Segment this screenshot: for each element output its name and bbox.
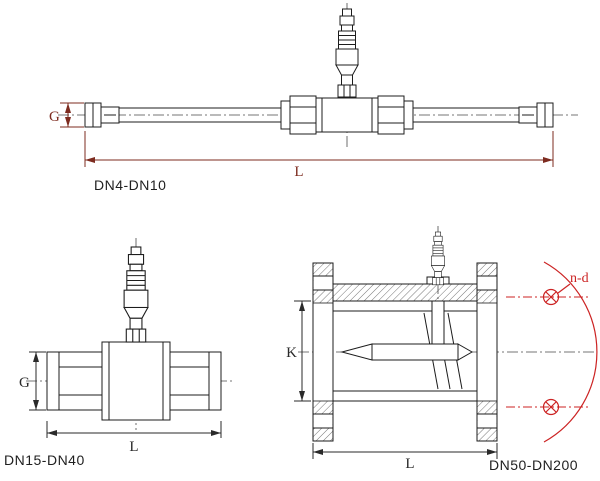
dim-label-l-small: L <box>294 164 303 180</box>
bolt-circle-annotation: n-d <box>542 261 598 443</box>
bolt-hole-centerlines <box>506 296 590 408</box>
meter-body-small <box>280 95 414 135</box>
pipe-left <box>119 107 281 123</box>
sensor-head-medium <box>123 246 149 343</box>
dimension-g-medium: G <box>19 351 46 411</box>
dimension-l-medium: L <box>46 421 222 455</box>
hex-fitting-left <box>46 351 103 411</box>
flange-left <box>312 262 334 442</box>
rotor-hub <box>371 343 459 361</box>
pipe-right <box>413 107 519 123</box>
dimension-l-small: L <box>84 131 554 180</box>
meter-body-medium <box>101 341 171 421</box>
bolt-hole-bottom <box>542 398 560 416</box>
sensor-well <box>431 300 445 345</box>
dim-label-g-medium: G <box>19 375 30 391</box>
hex-fitting-right <box>169 351 222 411</box>
end-fitting-left <box>84 102 120 128</box>
caption-dn50-dn200: DN50-DN200 <box>489 457 578 473</box>
flange-right <box>476 262 498 442</box>
bolt-circle-arc <box>543 261 598 443</box>
outlet-cone <box>457 343 474 361</box>
dimension-k-large: K <box>286 300 311 402</box>
dim-label-g-small: G <box>49 109 60 125</box>
bolt-hole-top <box>542 288 560 306</box>
caption-dn15-dn40: DN15-DN40 <box>4 452 85 468</box>
meter-body-large <box>332 276 478 402</box>
view-dn15-dn40: G L DN15-DN40 <box>4 238 232 468</box>
view-dn50-dn200: K L n-d DN50-DN200 <box>286 226 598 473</box>
sensor-head-small <box>335 8 359 98</box>
caption-dn4-dn10: DN4-DN10 <box>94 177 166 193</box>
view-dn4-dn10: G L DN4-DN10 <box>49 3 578 193</box>
dim-label-l-large: L <box>405 456 414 472</box>
end-fitting-right <box>518 102 554 128</box>
dimension-g-small: G <box>49 102 84 128</box>
dim-label-l-medium: L <box>129 439 138 455</box>
bolt-label-leader <box>557 283 571 294</box>
dim-label-n-d: n-d <box>570 271 589 286</box>
dim-label-k-large: K <box>286 345 297 361</box>
inlet-cone <box>340 343 373 361</box>
dimension-l-large: L <box>312 443 498 472</box>
